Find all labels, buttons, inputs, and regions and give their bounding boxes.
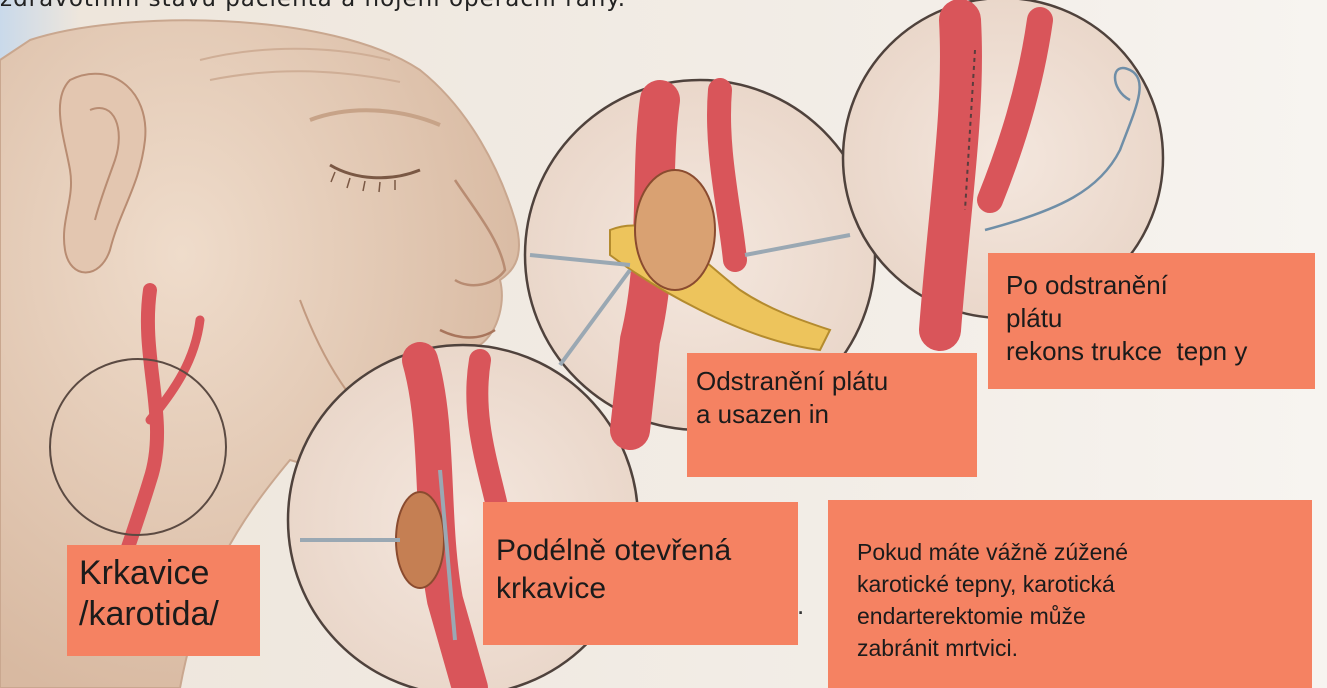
label-after-removal-reconstruction: Po odstranění plátu rekons trukce tepn y xyxy=(988,253,1315,389)
label-line: krkavice xyxy=(496,570,798,608)
stray-mark: . xyxy=(797,590,804,621)
label-carotid-artery: Krkavice /karotida/ xyxy=(67,545,260,656)
label-line: endarterektomie může xyxy=(857,600,1312,632)
label-plaque-removal: Odstranění plátu a usazen in xyxy=(687,353,977,477)
label-line: a usazen in xyxy=(696,398,977,431)
label-line: zabránit mrtvici. xyxy=(857,632,1312,664)
label-longitudinally-opened: Podélně otevřená krkavice xyxy=(483,502,798,645)
label-line: Krkavice xyxy=(79,553,260,594)
label-line: Po odstranění xyxy=(1006,269,1315,302)
label-line: /karotida/ xyxy=(79,594,260,635)
label-line: plátu xyxy=(1006,302,1315,335)
label-line: Odstranění plátu xyxy=(696,365,977,398)
label-line: rekons trukce tepn y xyxy=(1006,335,1315,368)
top-caption: zdravotním stavu pacienta a hojení opera… xyxy=(0,0,760,26)
label-stroke-prevention-note: Pokud máte vážně zúžené karotické tepny,… xyxy=(828,500,1312,688)
label-line: Pokud máte vážně zúžené xyxy=(857,536,1312,568)
label-line: Podélně otevřená xyxy=(496,532,798,570)
label-line: karotické tepny, karotická xyxy=(857,568,1312,600)
